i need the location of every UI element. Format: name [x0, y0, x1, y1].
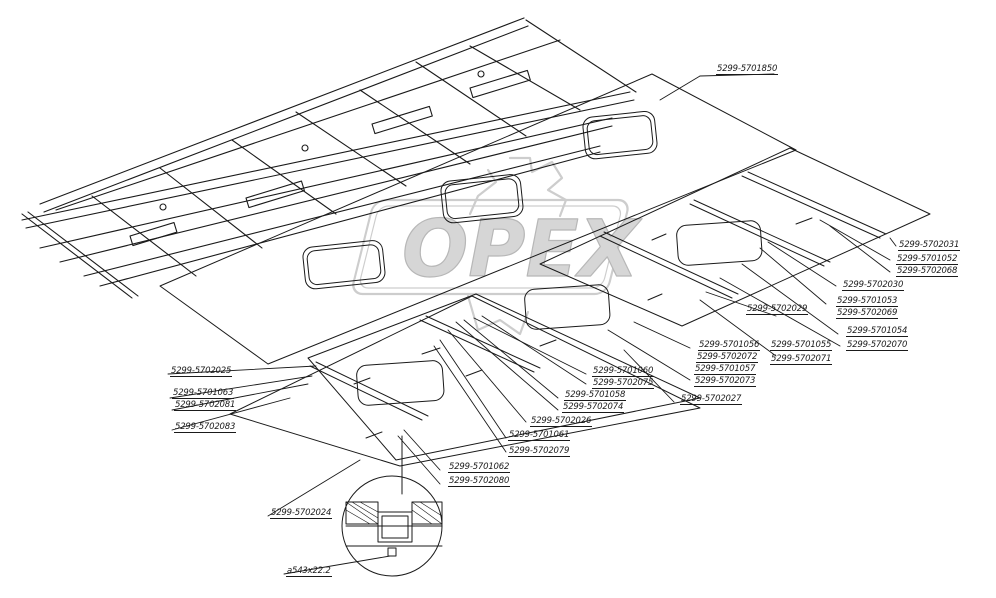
watermark-logo: OPEX — [352, 156, 643, 336]
floor-panels-right — [524, 147, 931, 330]
floor-sheet-upper — [159, 73, 797, 365]
label-5701057: 5299-5701057 — [694, 364, 757, 375]
label-5702068: 5299-5702068 — [896, 266, 959, 277]
label-5702027: 5299-5702027 — [680, 394, 743, 405]
label-5702025: 5299-5702025 — [170, 366, 233, 377]
label-5701052: 5299-5701052 — [896, 254, 959, 265]
label-5701058: 5299-5701058 — [564, 390, 627, 401]
label-5701060: 5299-5701060 — [592, 366, 655, 377]
label-5702030: 5299-5702030 — [842, 280, 905, 291]
label-5701053: 5299-5701053 — [836, 296, 899, 307]
label-5702024: 5299-5702024 — [270, 508, 333, 519]
label-rivet: a543x22.2 — [286, 566, 332, 577]
label-5701063: 5299-5701063 — [172, 388, 235, 399]
label-5702080: 5299-5702080 — [448, 476, 511, 487]
label-5702070: 5299-5702070 — [846, 340, 909, 351]
label-5702072: 5299-5702072 — [696, 352, 759, 363]
label-5702071: 5299-5702071 — [770, 354, 833, 365]
label-5702073: 5299-5702073 — [694, 376, 757, 387]
label-5702026: 5299-5702026 — [530, 416, 593, 427]
label-5701054: 5299-5701054 — [846, 326, 909, 337]
watermark-text: OPEX — [402, 205, 643, 295]
section-detail — [341, 435, 443, 577]
label-5702075: 5299-5702075 — [592, 378, 655, 389]
upper-frame — [21, 17, 637, 299]
label-5701056: 5299-5701056 — [698, 340, 761, 351]
label-5702069: 5299-5702069 — [836, 308, 899, 319]
label-5702079: 5299-5702079 — [508, 446, 571, 457]
label-5702083: 5299-5702083 — [174, 422, 237, 433]
label-5701062: 5299-5701062 — [448, 462, 511, 473]
label-5701850: 5299-5701850 — [716, 64, 779, 75]
floor-panels-left — [229, 293, 701, 467]
label-5702031: 5299-5702031 — [898, 240, 961, 251]
leader-lines — [167, 73, 897, 575]
label-5702081: 5299-5702081 — [174, 400, 237, 411]
label-5702074: 5299-5702074 — [562, 402, 625, 413]
label-5701055: 5299-5701055 — [770, 340, 833, 351]
label-5701061: 5299-5701061 — [508, 430, 571, 441]
label-5702029: 5299-5702029 — [746, 304, 809, 315]
